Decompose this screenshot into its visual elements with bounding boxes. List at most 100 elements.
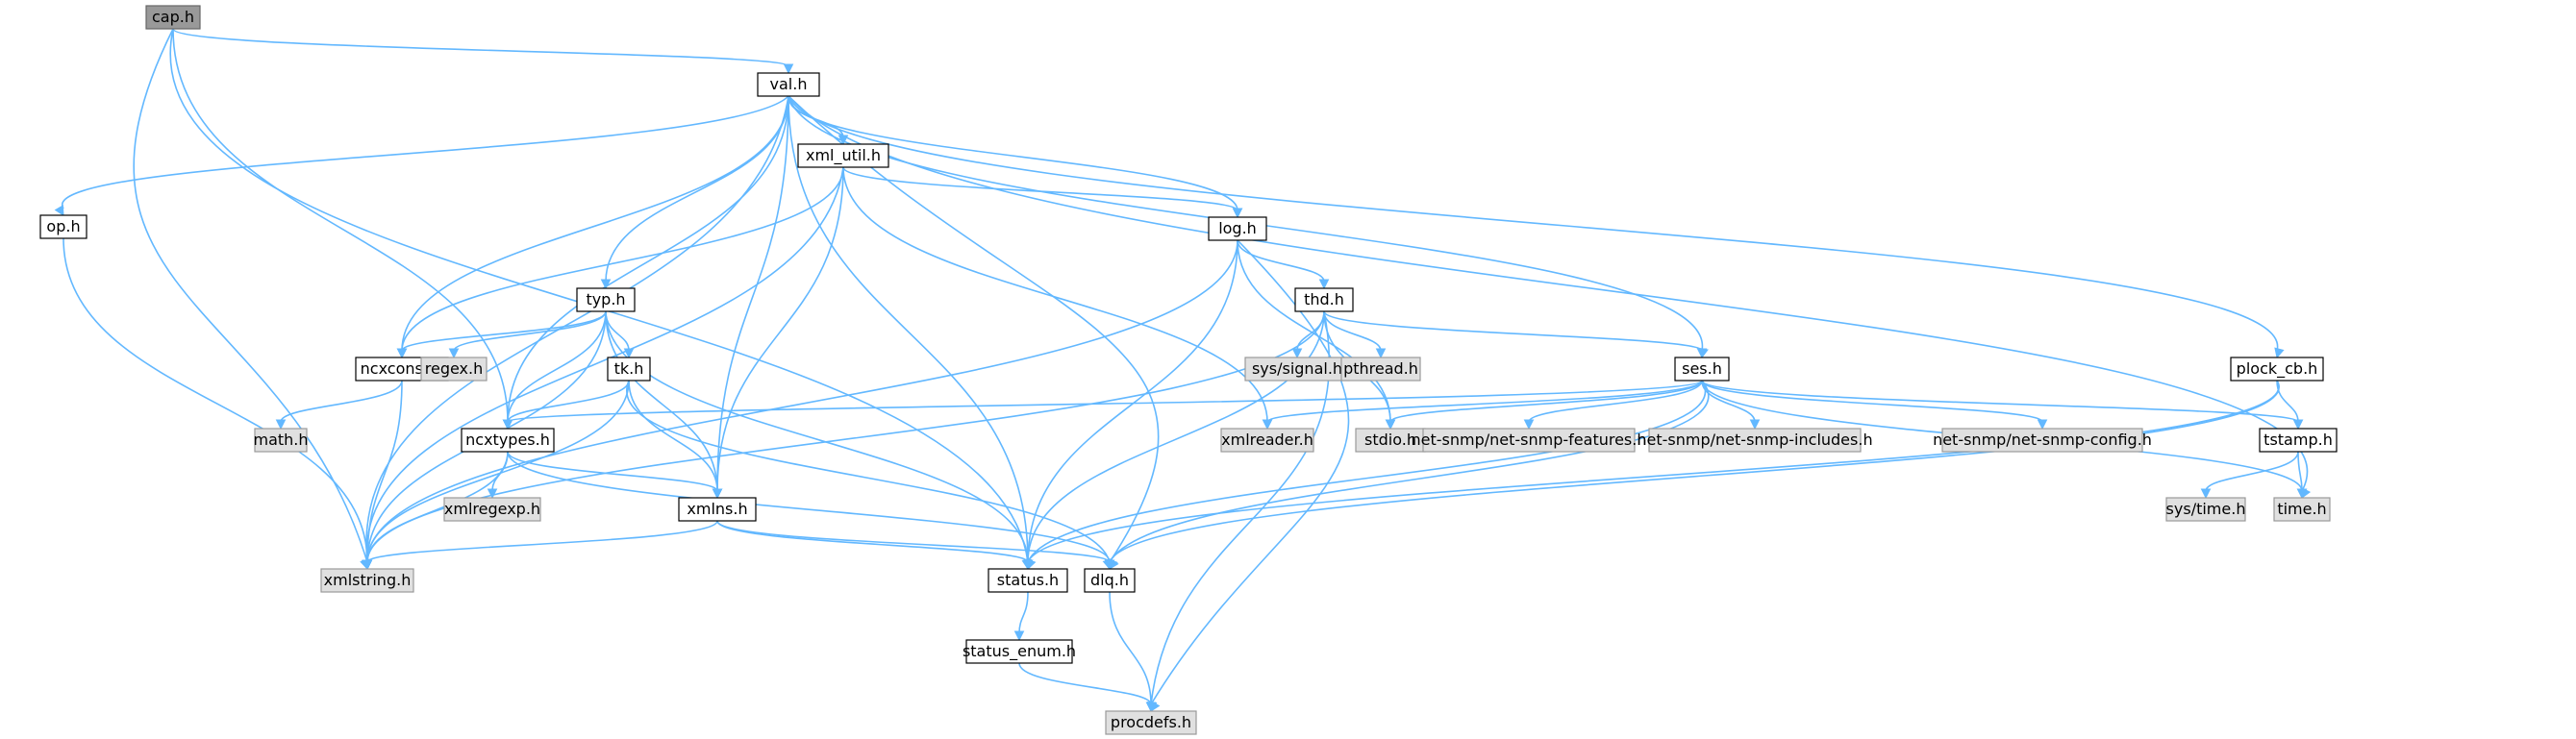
node-label: time.h	[2277, 500, 2326, 518]
edge-val-to-plock_cb	[788, 95, 2285, 359]
node-label: sys/signal.h	[1252, 359, 1342, 378]
node-status[interactable]: status.h	[988, 568, 1068, 593]
edge-thd-to-pthread	[1323, 310, 1387, 359]
node-stdio[interactable]: stdio.h	[1355, 428, 1426, 453]
edge-ses-to-ncxtypes	[502, 380, 1703, 431]
node-xml-util[interactable]: xml_util.h	[797, 143, 889, 168]
edge-typ-to-status	[605, 310, 1034, 571]
node-xmlstring[interactable]: xmlstring.h	[320, 568, 414, 593]
edge-dlq-to-procdefs	[1109, 591, 1157, 713]
node-plock-cb[interactable]: plock_cb.h	[2230, 357, 2324, 382]
edge-val-to-op	[54, 95, 789, 216]
node-math[interactable]: math.h	[253, 428, 309, 453]
node-label: ses.h	[1682, 359, 1722, 378]
node-xmlns[interactable]: xmlns.h	[678, 497, 757, 522]
node-label: dlq.h	[1090, 571, 1129, 589]
edge-thd-to-ses	[1323, 310, 1708, 359]
node-label: sys/time.h	[2166, 500, 2246, 518]
node-label: op.h	[46, 217, 80, 235]
edge-cap-to-val	[172, 28, 794, 75]
edge-ncxconst-to-math	[275, 380, 403, 431]
node-label: xmlregexp.h	[444, 500, 540, 518]
node-label: regex.h	[425, 359, 483, 378]
edge-val-to-xmlns	[712, 95, 789, 500]
edge-status-to-status_enum	[1013, 591, 1029, 642]
edge-log-to-thd	[1237, 239, 1330, 290]
node-label: log.h	[1218, 219, 1257, 237]
nodes-layer: cap.h val.h op.h xml_util.h log.h typ.h thd.h n…	[39, 5, 2338, 735]
node-op[interactable]: op.h	[39, 214, 88, 239]
edge-ncxtypes-to-xmlns	[507, 451, 723, 500]
node-dlq[interactable]: dlq.h	[1084, 568, 1136, 593]
edge-ses-to-xmlreader	[1262, 380, 1703, 431]
node-typ[interactable]: typ.h	[576, 287, 636, 312]
node-label: plock_cb.h	[2237, 359, 2318, 379]
edge-typ-to-regex	[448, 310, 607, 359]
node-xmlregexp[interactable]: xmlregexp.h	[443, 497, 541, 522]
node-tstamp[interactable]: tstamp.h	[2259, 428, 2338, 453]
edge-xmlns-to-xmlstring	[362, 520, 718, 571]
edge-ses-to-nsfeat	[1523, 380, 1703, 431]
node-label: status_enum.h	[963, 642, 1076, 661]
node-label: procdefs.h	[1111, 713, 1191, 731]
node-syssignal[interactable]: sys/signal.h	[1244, 357, 1350, 382]
edge-ses-to-status	[1026, 380, 1707, 571]
node-nsfeat[interactable]: net-snmp/net-snmp-features.h	[1412, 428, 1647, 453]
node-nsinc[interactable]: net-snmp/net-snmp-includes.h	[1637, 428, 1873, 453]
edge-val-to-ncxconst	[396, 95, 789, 359]
node-label: pthread.h	[1343, 359, 1418, 378]
node-nsconf[interactable]: net-snmp/net-snmp-config.h	[1933, 428, 2152, 453]
edge-status_enum-to-procdefs	[1018, 662, 1157, 713]
node-cap[interactable]: cap.h	[145, 5, 201, 30]
edge-xmlns-to-dlq	[716, 520, 1115, 571]
node-xmlreader[interactable]: xmlreader.h	[1220, 428, 1314, 453]
edge-op-to-xmlstring	[63, 237, 373, 571]
edge-plock_cb-to-status	[1026, 380, 2280, 571]
edge-tstamp-to-time	[2296, 451, 2308, 500]
node-label: xml_util.h	[806, 146, 881, 165]
node-ses[interactable]: ses.h	[1674, 357, 1730, 382]
node-label: net-snmp/net-snmp-config.h	[1933, 431, 2152, 449]
edge-plock_cb-to-tstamp	[2276, 380, 2304, 431]
edge-ses-to-stdio	[1385, 380, 1703, 431]
edge-xml_util-to-xmlreader	[842, 166, 1273, 431]
edge-thd-to-syssignal	[1291, 310, 1325, 359]
node-label: xmlstring.h	[324, 571, 412, 589]
node-label: thd.h	[1304, 290, 1344, 308]
edge-cap-to-xmlstring	[133, 28, 370, 571]
node-label: tk.h	[614, 359, 644, 378]
node-log[interactable]: log.h	[1208, 216, 1267, 241]
node-label: typ.h	[586, 290, 625, 308]
edge-ses-to-dlq	[1109, 380, 1710, 571]
node-label: status.h	[997, 571, 1059, 589]
node-systime[interactable]: sys/time.h	[2165, 497, 2246, 522]
edge-xml_util-to-log	[842, 166, 1243, 219]
edge-tk-to-ncxtypes	[502, 380, 630, 431]
node-pthread[interactable]: pthread.h	[1340, 357, 1421, 382]
edge-xml_util-to-ncxconst	[396, 166, 844, 359]
node-ncxtypes[interactable]: ncxtypes.h	[461, 428, 555, 453]
node-time[interactable]: time.h	[2273, 497, 2331, 522]
node-label: net-snmp/net-snmp-features.h	[1412, 431, 1647, 449]
node-regex[interactable]: regex.h	[420, 357, 488, 382]
edge-typ-to-ncxconst	[396, 310, 607, 359]
edge-plock_cb-to-dlq	[1108, 380, 2280, 571]
node-val[interactable]: val.h	[757, 72, 820, 97]
node-procdefs[interactable]: procdefs.h	[1105, 710, 1197, 735]
node-thd[interactable]: thd.h	[1294, 287, 1354, 312]
node-label: net-snmp/net-snmp-includes.h	[1637, 431, 1872, 449]
edge-ses-to-nsconf	[1701, 380, 2048, 431]
node-label: xmlreader.h	[1221, 431, 1313, 449]
edge-tk-to-dlq	[626, 380, 1113, 571]
node-label: ncxtypes.h	[465, 431, 550, 449]
edge-tstamp-to-systime	[2200, 451, 2299, 500]
node-label: xmlns.h	[687, 500, 747, 518]
node-status-enum[interactable]: status_enum.h	[963, 639, 1076, 664]
node-label: tstamp.h	[2263, 431, 2333, 449]
node-label: val.h	[770, 75, 808, 93]
node-tk[interactable]: tk.h	[607, 357, 651, 382]
node-label: cap.h	[152, 8, 194, 26]
edge-xmlns-to-status	[716, 520, 1034, 571]
node-label: math.h	[253, 431, 308, 449]
